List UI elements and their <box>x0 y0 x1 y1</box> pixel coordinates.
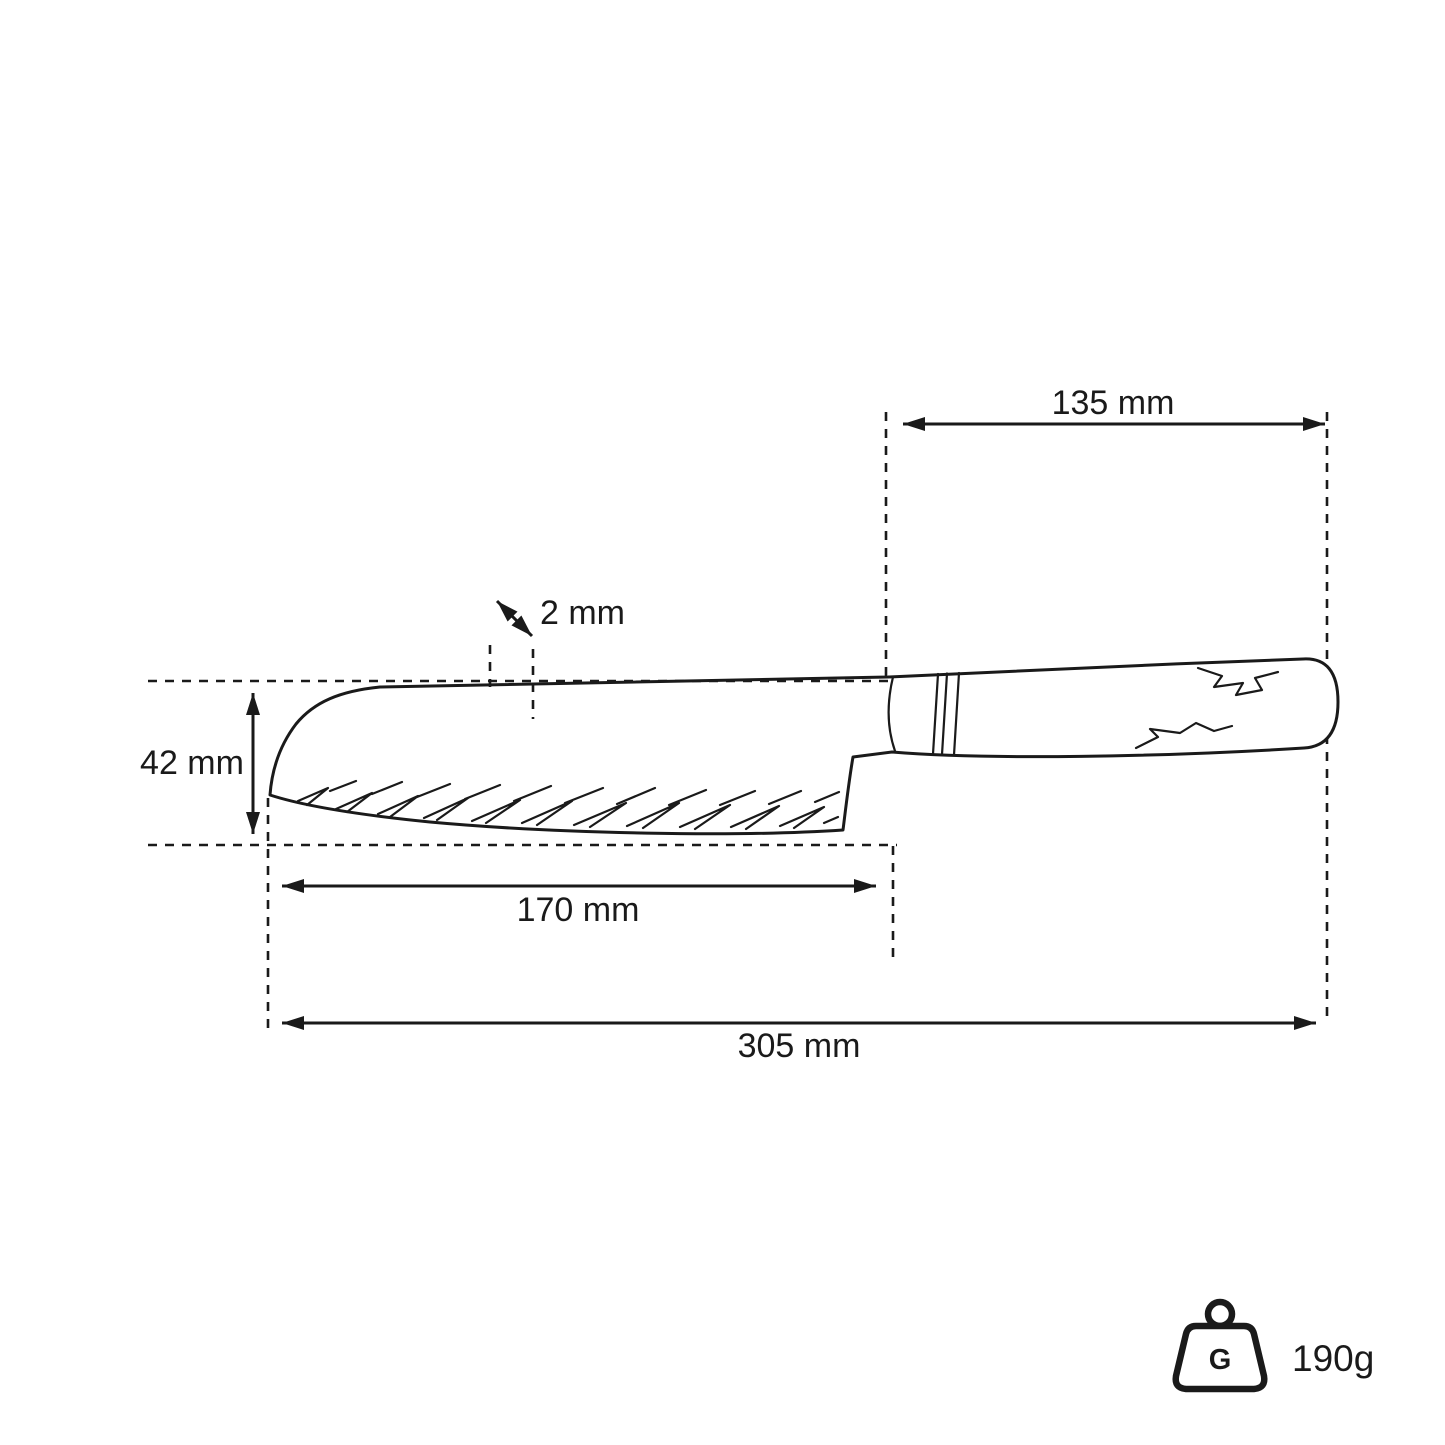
weight-icon <box>1172 1322 1268 1393</box>
weight-value-label: 190g <box>1292 1338 1374 1379</box>
blade-length-label: 170 mm <box>517 891 640 929</box>
total-length-label: 305 mm <box>738 1027 861 1065</box>
blade-thickness-arrow <box>495 599 534 638</box>
handle-crack-lower <box>1134 721 1234 750</box>
blade-hammered-texture <box>296 779 841 831</box>
bolster-line <box>887 675 897 753</box>
blade-height-label: 42 mm <box>140 744 244 782</box>
weight-icon-handle <box>1204 1298 1236 1330</box>
weight-icon-letter: G <box>1209 1344 1232 1376</box>
handle-ring-lines <box>931 671 961 757</box>
knife-outline <box>268 657 1340 836</box>
handle-crack-upper <box>1196 666 1280 697</box>
knife-drawing <box>268 657 1340 836</box>
weight-badge: G 190g <box>1172 1298 1374 1393</box>
handle-length-label: 135 mm <box>1052 384 1175 422</box>
blade-thickness-label: 2 mm <box>540 594 625 632</box>
